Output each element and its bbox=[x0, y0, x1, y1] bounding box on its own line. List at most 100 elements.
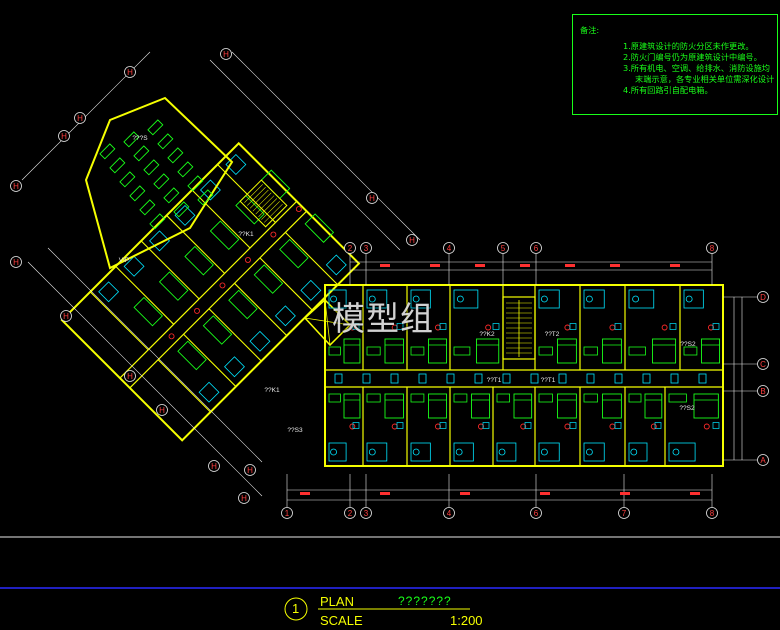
grid-bubble-top-2-label: 2 bbox=[348, 244, 353, 253]
grid-bubble-right-A bbox=[757, 454, 769, 466]
grid-bubble-diag-0 bbox=[124, 66, 136, 78]
grid-bubble-top-4 bbox=[443, 242, 455, 254]
guest-room bbox=[668, 393, 720, 462]
grid-bubble-bottom-8-label: 8 bbox=[710, 509, 715, 518]
room-tag-9: ??T1 bbox=[487, 377, 502, 384]
grid-bubble-diag-6-label: H bbox=[409, 236, 415, 245]
grid-bubble-diag-6 bbox=[406, 234, 418, 246]
vip-area-outline bbox=[84, 96, 234, 270]
general-notes: 备注: 1.原建筑设计的防火分区未作更改。 2.防火门编号仍为原建筑设计中编号。… bbox=[572, 14, 778, 115]
grid-bubble-diag-11-label: H bbox=[211, 462, 217, 471]
grid-bubble-diag-3-label: H bbox=[13, 182, 19, 191]
grid-bubble-diag-2 bbox=[58, 130, 70, 142]
grid-bubble-bottom-6 bbox=[530, 507, 542, 519]
title-index-circle bbox=[284, 597, 308, 621]
grid-bubble-right-A-label: A bbox=[760, 456, 766, 465]
grid-bubble-bottom-6-label: 6 bbox=[534, 509, 539, 518]
grid-bubble-bottom-1 bbox=[281, 507, 293, 519]
grid-bubble-top-3 bbox=[360, 242, 372, 254]
guest-room bbox=[496, 393, 533, 462]
scale-label: SCALE bbox=[320, 613, 363, 628]
room-tag-3: ??K2 bbox=[479, 331, 495, 338]
title-index: 1 bbox=[292, 601, 300, 616]
room-tags: ???SVIP??K1??K2??T2??K1??S3??S2??S2??T1?… bbox=[99, 119, 696, 434]
grid-bubble-diag-2-label: H bbox=[61, 132, 67, 141]
notes-line-4: 末端示意，各专业相关单位需深化设计 bbox=[635, 74, 775, 84]
grid-bubble-right-D-label: D bbox=[760, 293, 766, 302]
notes-title: 备注: bbox=[580, 25, 600, 35]
guest-room bbox=[453, 393, 491, 462]
main-block-outer-wall bbox=[324, 284, 724, 467]
guest-room bbox=[328, 393, 361, 462]
grid-bubble-diag-4 bbox=[220, 48, 232, 60]
grid-bubble-diag-9 bbox=[124, 370, 136, 382]
notes-line-2: 2.防火门编号仍为原建筑设计中编号。 bbox=[623, 52, 762, 62]
grid-bubble-diag-10-label: H bbox=[159, 406, 165, 415]
room-tag-8: ??S2 bbox=[679, 405, 695, 412]
grid-bubble-diag-1 bbox=[74, 112, 86, 124]
grid-bubble-right-C bbox=[757, 358, 769, 370]
grid-bubble-diag-5 bbox=[366, 192, 378, 204]
grid-bubble-diag-13-label: H bbox=[247, 466, 253, 475]
grid-bubble-diag-4-label: H bbox=[223, 50, 229, 59]
room-tag-2: ??K1 bbox=[238, 231, 254, 238]
grid-bubble-diag-3 bbox=[10, 180, 22, 192]
grid-bubble-right-B bbox=[757, 385, 769, 397]
grid-bubble-top-6 bbox=[530, 242, 542, 254]
watermark: 模型组 bbox=[332, 299, 434, 338]
room-tag-4: ??T2 bbox=[545, 331, 560, 338]
guest-room bbox=[683, 289, 721, 364]
grid-bubble-top-2 bbox=[344, 242, 356, 254]
notes-line-1: 1.原建筑设计的防火分区未作更改。 bbox=[623, 41, 754, 51]
plan-name: ??????? bbox=[398, 594, 452, 608]
guest-room bbox=[366, 289, 404, 364]
grid-bubble-bottom-3-label: 3 bbox=[364, 509, 369, 518]
room-tag-7: ??S2 bbox=[680, 341, 696, 348]
guest-room bbox=[410, 393, 448, 462]
guest-room bbox=[538, 393, 577, 462]
grid-bubble-bottom-8 bbox=[706, 507, 718, 519]
grid-bubble-diag-13 bbox=[244, 464, 256, 476]
guest-room bbox=[583, 393, 622, 462]
grid-bubble-top-6-label: 6 bbox=[534, 244, 539, 253]
grid-bubble-top-5-label: 5 bbox=[501, 244, 506, 253]
grid-bubble-top-8-label: 8 bbox=[710, 244, 715, 253]
plan-label: PLAN bbox=[320, 594, 354, 609]
guest-room bbox=[538, 289, 577, 364]
grid-bubble-top-4-label: 4 bbox=[447, 244, 452, 253]
grid-bubble-diag-7-label: H bbox=[13, 258, 19, 267]
grid-bubble-diag-7 bbox=[10, 256, 22, 268]
grid-bubble-top-5 bbox=[497, 242, 509, 254]
room-tag-6: ??S3 bbox=[287, 427, 303, 434]
grid-bubble-diag-12 bbox=[238, 492, 250, 504]
notes-line-3: 3.所有机电、空调、给排水、消防设施均 bbox=[623, 63, 770, 73]
grid-bubble-diag-1-label: H bbox=[77, 114, 83, 123]
grid-bubble-bottom-7-label: 7 bbox=[622, 509, 627, 518]
guest-room bbox=[628, 289, 677, 364]
grid-bubble-bottom-7 bbox=[618, 507, 630, 519]
grid-bubble-bottom-3 bbox=[360, 507, 372, 519]
wing-outer-wall bbox=[60, 141, 361, 442]
room-tag-0: ???S bbox=[132, 135, 148, 142]
grid-bubble-diag-9-label: H bbox=[127, 372, 133, 381]
grid-bubble-bottom-4-label: 4 bbox=[447, 509, 452, 518]
grid-bubble-right-B-label: B bbox=[760, 387, 765, 396]
grid-bubble-diag-10 bbox=[156, 404, 168, 416]
grid-bubble-top-3-label: 3 bbox=[364, 244, 369, 253]
grid-bubble-bottom-4 bbox=[443, 507, 455, 519]
grid-bubble-bottom-2 bbox=[344, 507, 356, 519]
guest-room bbox=[410, 289, 448, 364]
guest-room bbox=[583, 289, 622, 364]
grid-bubble-top-8 bbox=[706, 242, 718, 254]
grid-bubble-bottom-1-label: 1 bbox=[285, 509, 290, 518]
grid-bubble-right-C-label: C bbox=[760, 360, 766, 369]
diagonal-wing bbox=[60, 141, 361, 442]
guest-room bbox=[328, 289, 361, 364]
grid-bubble-diag-5-label: H bbox=[369, 194, 375, 203]
guest-room bbox=[366, 393, 404, 462]
guest-room bbox=[453, 289, 500, 364]
grid-bubble-diag-11 bbox=[208, 460, 220, 472]
notes-line-5: 4.所有回路引自配电箱。 bbox=[623, 85, 713, 95]
